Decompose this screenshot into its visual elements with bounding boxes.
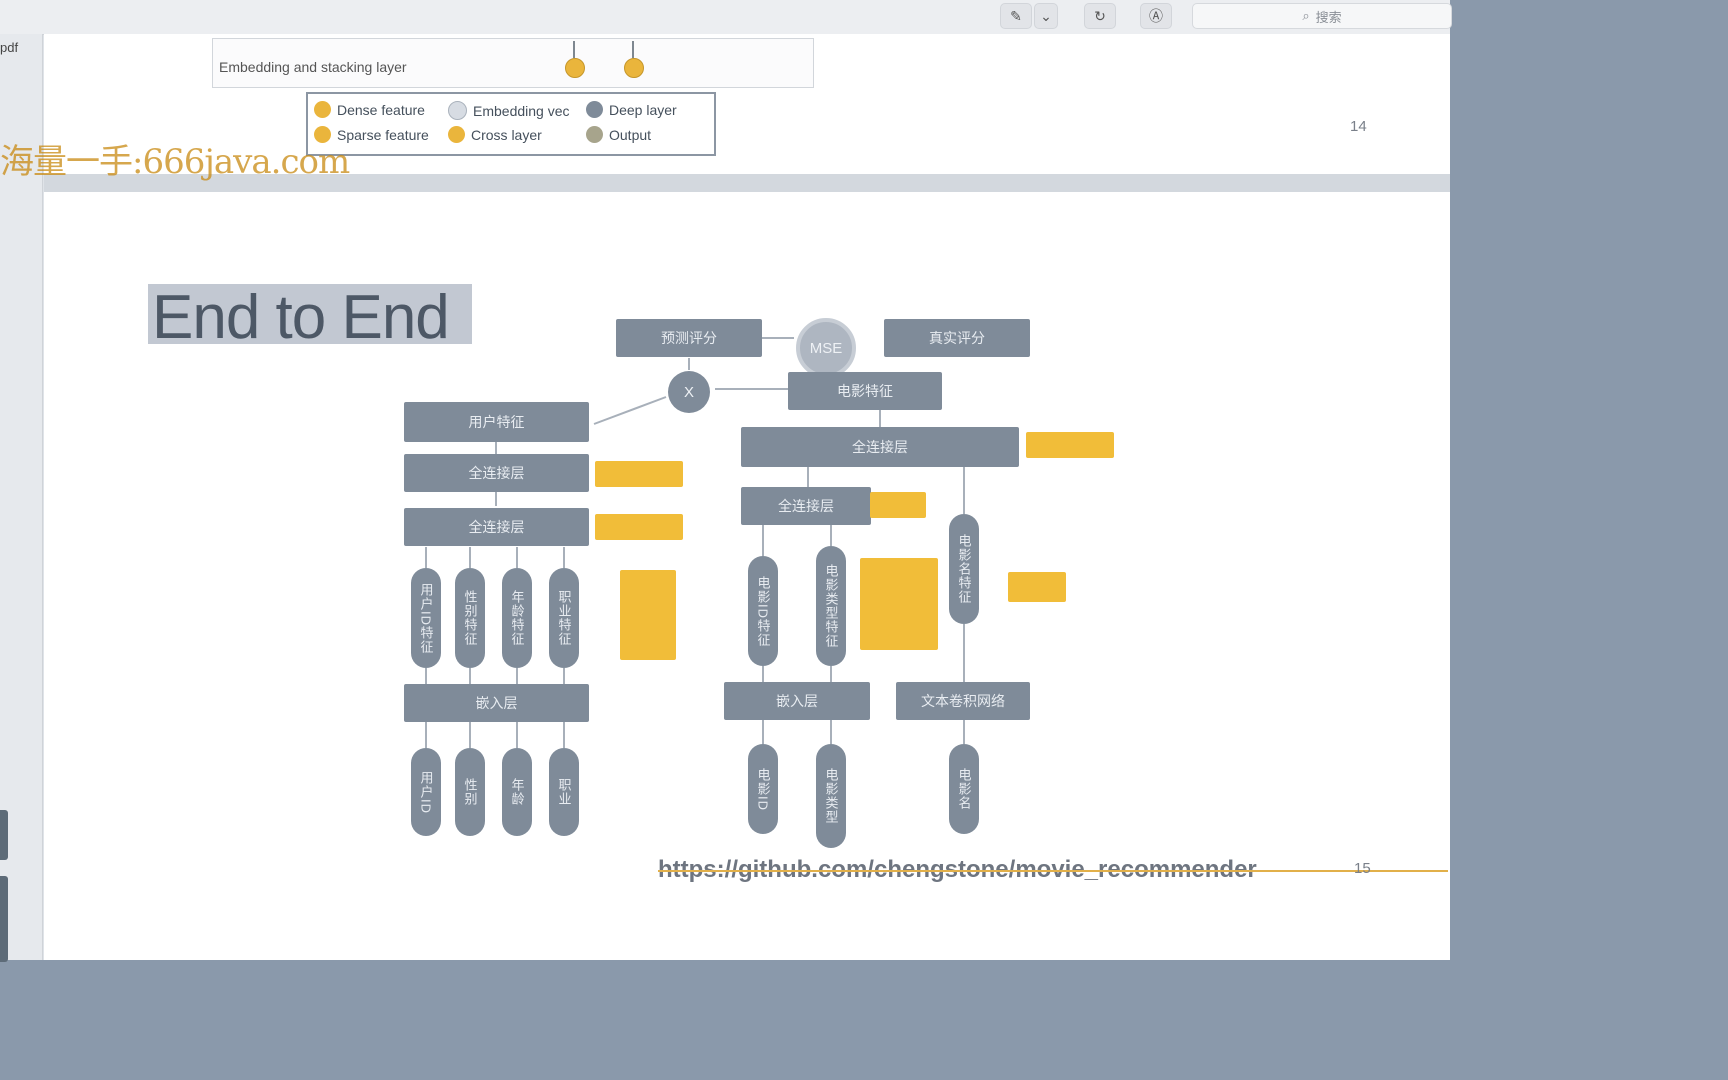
legend-item: Embedding vec xyxy=(448,101,570,120)
legend-item: Output xyxy=(586,126,651,143)
legend-item: Sparse feature xyxy=(314,126,429,143)
user-embedding-layer-box: 嵌入层 xyxy=(404,684,589,722)
movie-fc-layer-box: 全连接层 xyxy=(741,487,871,525)
annotation-note xyxy=(595,461,683,487)
sidebar-file-label[interactable]: pdf xyxy=(0,40,19,55)
dense-feature-dot xyxy=(314,101,331,118)
multiply-node: X xyxy=(668,371,710,413)
embedding-layer-label: Embedding and stacking layer xyxy=(219,59,407,75)
sidebar-handle[interactable] xyxy=(0,876,8,962)
user-feature-pill: 职业特征 xyxy=(549,568,579,668)
user-input-pill: 年龄 xyxy=(502,748,532,836)
legend-item: Cross layer xyxy=(448,126,542,143)
legend: Dense feature Embedding vec Deep layer S… xyxy=(306,92,716,156)
predict-score-box: 预测评分 xyxy=(616,319,762,357)
annotation-note xyxy=(870,492,926,518)
embedding-arrows xyxy=(573,41,634,58)
legend-label: Deep layer xyxy=(609,101,677,118)
movie-input-pill: 电影类型 xyxy=(816,744,846,848)
user-feature-pill: 性别特征 xyxy=(455,568,485,668)
annotation-note xyxy=(860,558,938,650)
embedding-panel: Embedding and stacking layer xyxy=(212,38,814,88)
pen-icon: ✎ xyxy=(1010,7,1022,24)
user-input-pill: 职业 xyxy=(549,748,579,836)
markup-button[interactable]: ✎ xyxy=(1000,3,1032,29)
user-fc-layer-box: 全连接层 xyxy=(404,508,589,546)
toolbar: ✎ ⌄ ↻ Ⓐ ⌕ 搜索 xyxy=(0,0,1452,35)
user-input-pill: 性别 xyxy=(455,748,485,836)
movie-feature-pill: 电影名特征 xyxy=(949,514,979,624)
annotation-note xyxy=(595,514,683,540)
source-url[interactable]: https://github.com/chengstone/movie_reco… xyxy=(658,856,1257,883)
true-score-box: 真实评分 xyxy=(884,319,1030,357)
movie-input-pill: 电影ID xyxy=(748,744,778,834)
legend-label: Sparse feature xyxy=(337,126,429,143)
page-gap xyxy=(44,174,1450,192)
legend-item: Dense feature xyxy=(314,101,425,118)
slide-title: End to End xyxy=(152,283,450,352)
user-feature-pill: 年龄特征 xyxy=(502,568,532,668)
annotate-button[interactable]: Ⓐ xyxy=(1140,3,1172,29)
legend-label: Dense feature xyxy=(337,101,425,118)
legend-label: Cross layer xyxy=(471,126,542,143)
legend-label: Embedding vec xyxy=(473,102,570,119)
markup-dropdown[interactable]: ⌄ xyxy=(1034,3,1058,29)
annotate-icon: Ⓐ xyxy=(1149,8,1163,24)
pdf-viewer: ✎ ⌄ ↻ Ⓐ ⌕ 搜索 pdf Embedding and stacking … xyxy=(0,0,1452,962)
search-placeholder: 搜索 xyxy=(1315,9,1342,25)
legend-item: Deep layer xyxy=(586,101,677,118)
annotation-note xyxy=(1026,432,1114,458)
search-icon: ⌕ xyxy=(1302,8,1310,23)
sparse-feature-dot xyxy=(314,126,331,143)
title-highlight xyxy=(148,284,472,344)
page-number: 14 xyxy=(1350,118,1367,135)
page-14: Embedding and stacking layer Dense featu… xyxy=(44,34,1450,174)
rotate-icon: ↻ xyxy=(1094,7,1106,24)
cross-layer-dot xyxy=(448,126,465,143)
deep-layer-dot xyxy=(586,101,603,118)
page-15: End to End xyxy=(44,192,1450,960)
sidebar: pdf xyxy=(0,34,43,962)
annotation-note xyxy=(620,570,676,660)
page-number: 15 xyxy=(1354,860,1371,877)
url-underline xyxy=(658,870,1448,872)
search-field[interactable]: ⌕ 搜索 xyxy=(1192,3,1452,29)
user-input-pill: 用户ID xyxy=(411,748,441,836)
output-dot xyxy=(586,126,603,143)
dense-feature-dot xyxy=(624,58,644,78)
movie-fc-layer-box: 全连接层 xyxy=(741,427,1019,467)
mse-node: MSE xyxy=(796,318,856,378)
watermark: 海量一手:666java.com xyxy=(0,142,350,182)
movie-embedding-layer-box: 嵌入层 xyxy=(724,682,870,720)
user-fc-layer-box: 全连接层 xyxy=(404,454,589,492)
rotate-button[interactable]: ↻ xyxy=(1084,3,1116,29)
chevron-down-icon: ⌄ xyxy=(1040,7,1052,24)
dense-feature-dot xyxy=(565,58,585,78)
user-feature-pill: 用户ID特征 xyxy=(411,568,441,668)
diagram-connectors xyxy=(425,337,965,748)
movie-feature-box: 电影特征 xyxy=(788,372,942,410)
movie-input-pill: 电影名 xyxy=(949,744,979,834)
embedding-vec-dot xyxy=(448,101,467,120)
movie-feature-pill: 电影ID特征 xyxy=(748,556,778,666)
annotation-note xyxy=(1008,572,1066,602)
user-feature-box: 用户特征 xyxy=(404,402,589,442)
sidebar-handle[interactable] xyxy=(0,810,8,860)
movie-feature-pill: 电影类型特征 xyxy=(816,546,846,666)
text-cnn-box: 文本卷积网络 xyxy=(896,682,1030,720)
legend-label: Output xyxy=(609,126,652,143)
